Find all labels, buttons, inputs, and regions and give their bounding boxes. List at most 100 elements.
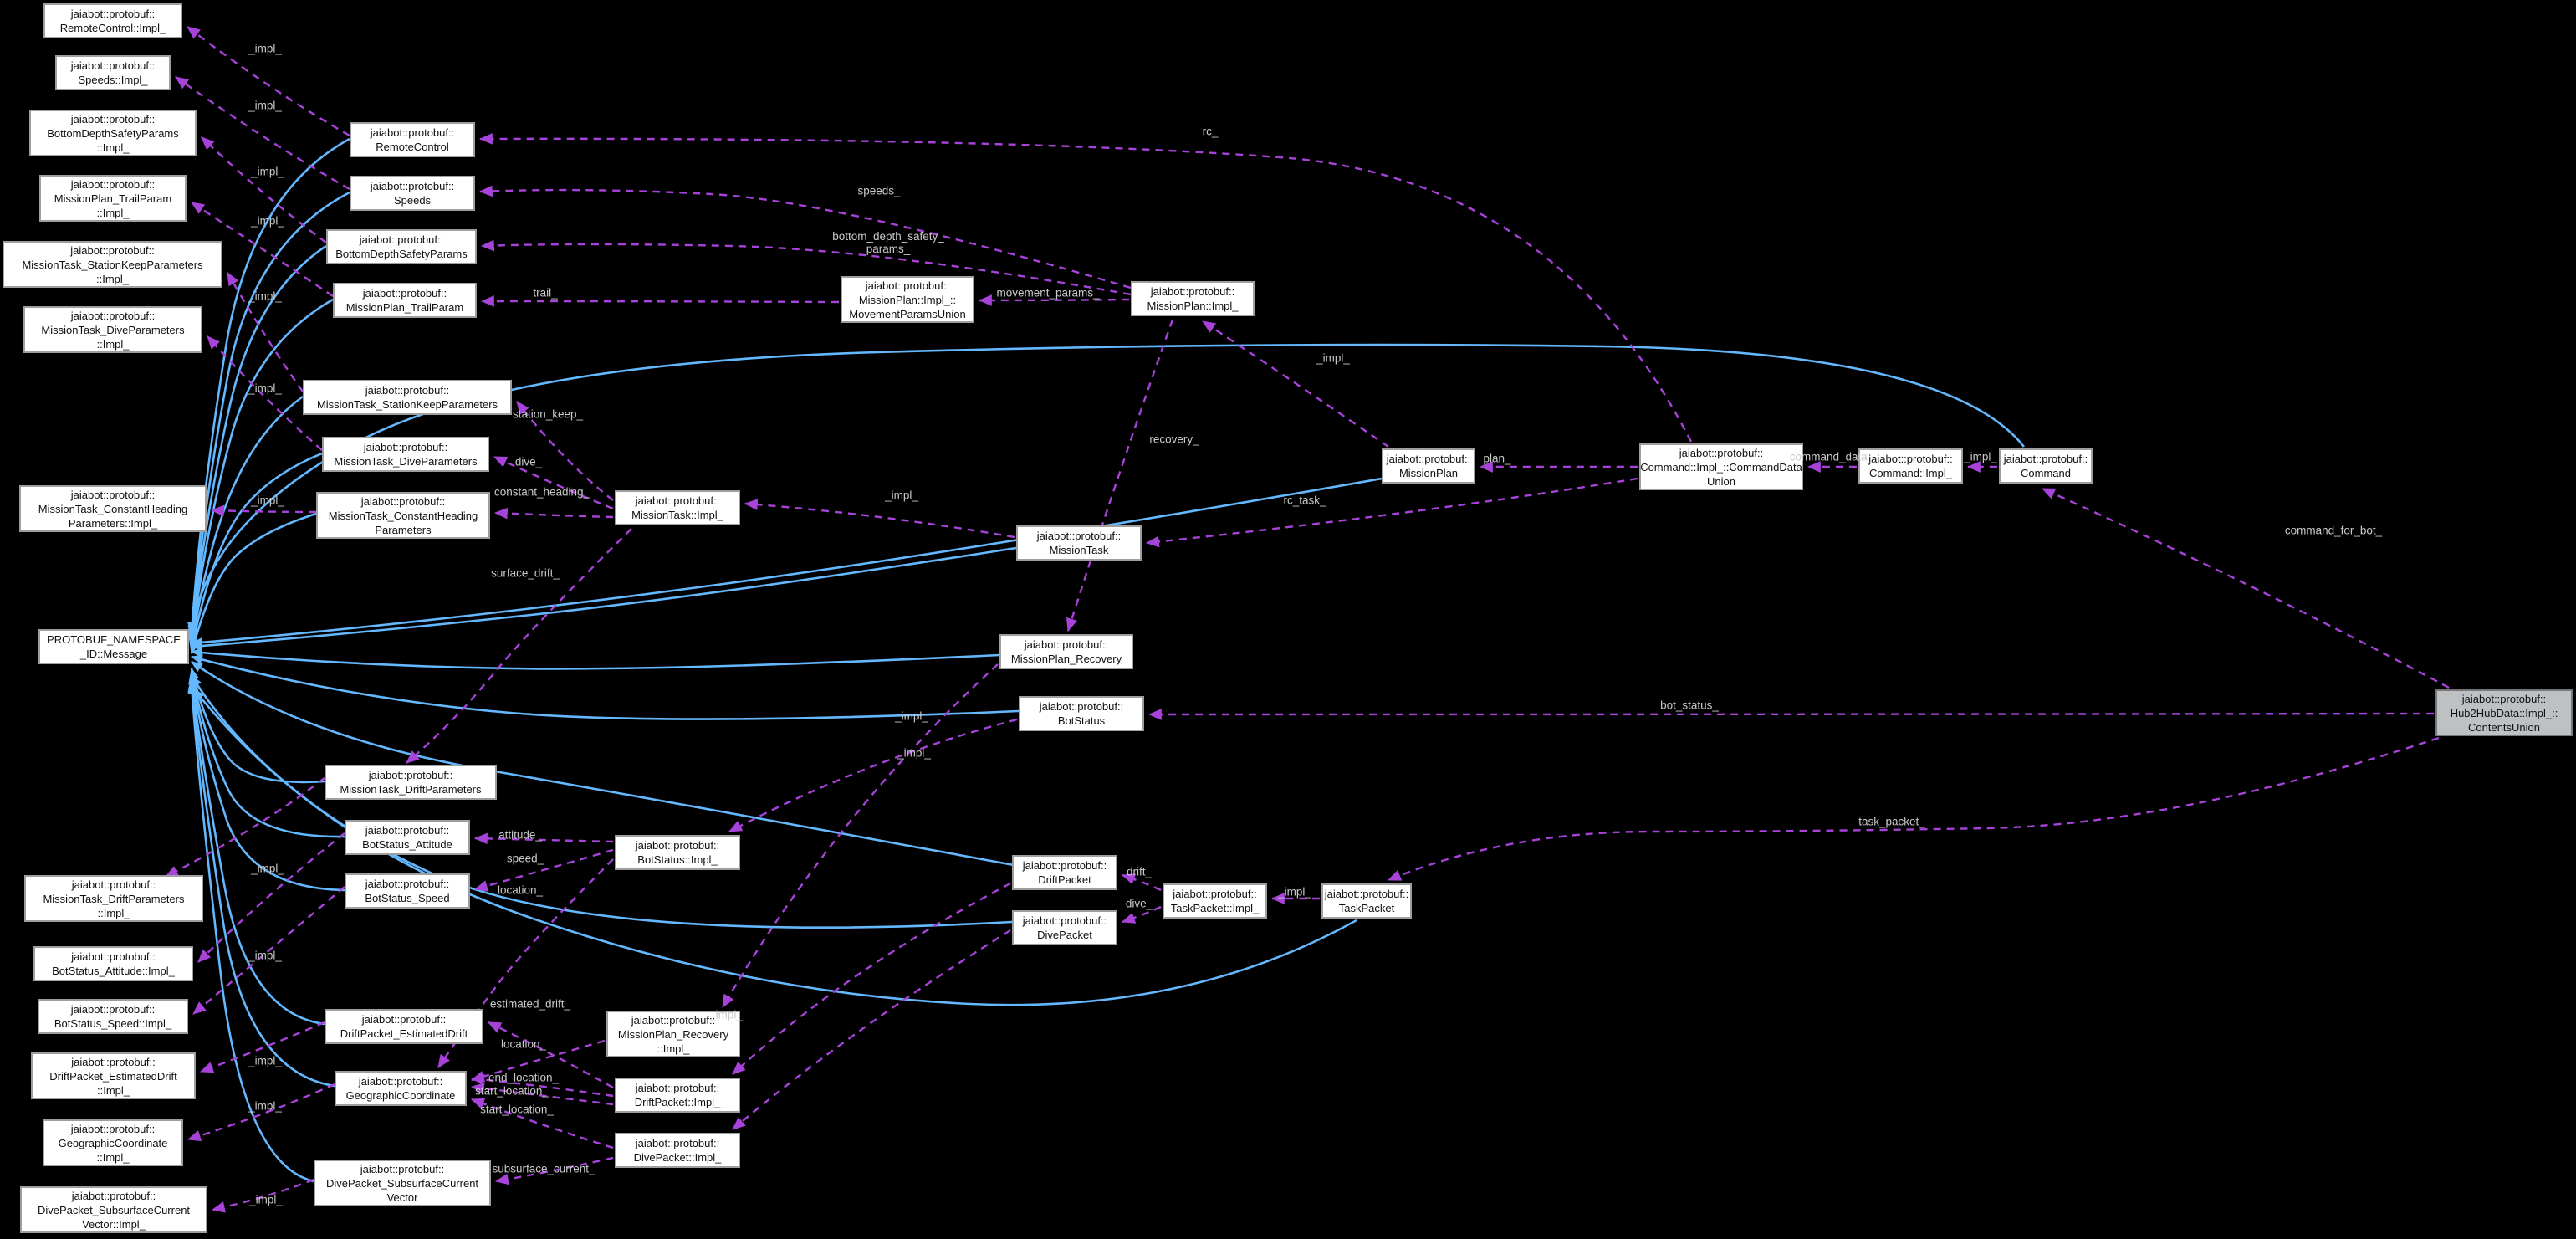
edge-mem-mpr-location: [470, 1039, 606, 1083]
class-node-contents-union: jaiabot::protobuf::Hub2HubData::Impl_::C…: [2435, 689, 2573, 736]
edge-inh-drift-packet-estimated-drift: [187, 677, 325, 1026]
class-node-label: MissionPlan: [1398, 467, 1459, 479]
class-node-label: MissionTask_DriftParameters: [340, 783, 482, 796]
class-node-label: MissionTask_StationKeepParameters: [22, 258, 203, 271]
class-node-label: jaiabot::protobuf::: [361, 1013, 447, 1026]
class-node-label: jaiabot::protobuf::: [70, 112, 156, 125]
class-node-remote-control-impl[interactable]: jaiabot::protobuf::RemoteControl::Impl_: [43, 3, 182, 38]
class-node-label: jaiabot::protobuf::: [635, 1137, 720, 1149]
class-node-label: BottomDepthSafetyParams: [335, 248, 468, 260]
class-node-mission-task-station-keep-parameters[interactable]: jaiabot::protobuf::MissionTask_StationKe…: [303, 380, 512, 415]
class-node-mission-task-impl[interactable]: jaiabot::protobuf::MissionTask::Impl_: [615, 490, 740, 525]
class-node-drift-packet[interactable]: jaiabot::protobuf::DriftPacket: [1012, 855, 1117, 890]
class-node-mission-plan[interactable]: jaiabot::protobuf::MissionPlan: [1382, 448, 1475, 484]
class-node-label: jaiabot::protobuf::: [1039, 700, 1124, 713]
class-node-label: ::Impl_: [96, 206, 130, 219]
class-node-speeds-impl[interactable]: jaiabot::protobuf::Speeds::Impl_: [55, 55, 171, 90]
edge-mem-estimated-drift: [487, 1021, 614, 1089]
class-node-label: MissionPlan_TrailParam: [54, 192, 172, 205]
edge-mem-bs-location: [437, 858, 614, 1068]
edge-mem-bottom-depth-safety: [480, 239, 1132, 296]
class-node-bottom-depth-safety-params[interactable]: jaiabot::protobuf::BottomDepthSafetyPara…: [326, 229, 477, 264]
class-node-mission-plan-recovery[interactable]: jaiabot::protobuf::MissionPlan_Recovery: [999, 634, 1133, 669]
class-node-label: BotStatus: [1057, 714, 1106, 727]
class-node-command-data-union[interactable]: jaiabot::protobuf::Command::Impl_::Comma…: [1639, 443, 1803, 490]
edge-mem-end-location: [470, 1073, 614, 1098]
class-node-bot-status[interactable]: jaiabot::protobuf::BotStatus: [1019, 696, 1144, 731]
class-node-remote-control[interactable]: jaiabot::protobuf::RemoteControl: [350, 122, 475, 157]
class-node-label: jaiabot::protobuf::: [70, 8, 156, 20]
class-node-drift-packet-impl[interactable]: jaiabot::protobuf::DriftPacket::Impl_: [615, 1078, 740, 1113]
class-node-mission-task-dive-parameters[interactable]: jaiabot::protobuf::MissionTask_DiveParam…: [322, 437, 489, 472]
class-node-label: BottomDepthSafetyParams: [47, 126, 179, 140]
class-node-task-packet-impl[interactable]: jaiabot::protobuf::TaskPacket::Impl_: [1163, 883, 1267, 919]
class-node-label: MissionTask_ConstantHeading: [328, 509, 478, 522]
class-node-mission-task-dive-parameters-impl[interactable]: jaiabot::protobuf::MissionTask_DiveParam…: [23, 306, 202, 353]
class-node-dive-packet-impl[interactable]: jaiabot::protobuf::DivePacket::Impl_: [615, 1133, 740, 1168]
class-node-label: jaiabot::protobuf::: [631, 1013, 716, 1027]
class-node-bot-status-speed-impl[interactable]: jaiabot::protobuf::BotStatus_Speed::Impl…: [38, 999, 188, 1034]
class-node-geographic-coordinate[interactable]: jaiabot::protobuf::GeographicCoordinate: [335, 1071, 467, 1106]
class-node-mission-plan-recovery-impl[interactable]: jaiabot::protobuf::MissionPlan_Recovery:…: [606, 1011, 740, 1057]
class-node-label: jaiabot::protobuf::: [360, 494, 446, 508]
class-node-bot-status-impl[interactable]: jaiabot::protobuf::BotStatus::Impl_: [615, 835, 740, 870]
class-node-geographic-coordinate-impl[interactable]: jaiabot::protobuf::GeographicCoordinate:…: [43, 1119, 183, 1166]
class-node-label: MissionPlan::Impl_::: [858, 293, 957, 306]
class-node-mission-task-constant-heading-parameters-impl[interactable]: jaiabot::protobuf::MissionTask_ConstantH…: [19, 485, 207, 532]
class-node-bottom-depth-safety-params-impl[interactable]: jaiabot::protobuf::BottomDepthSafetyPara…: [29, 110, 197, 156]
class-node-label: jaiabot::protobuf::: [360, 1162, 445, 1175]
class-node-label: MissionTask_StationKeepParameters: [316, 398, 498, 411]
class-node-drift-packet-estimated-drift[interactable]: jaiabot::protobuf::DriftPacket_Estimated…: [325, 1009, 483, 1044]
class-node-label: jaiabot::protobuf::: [1024, 638, 1109, 651]
class-node-label: DivePacket_SubsurfaceCurrent: [325, 1176, 479, 1190]
class-node-label: jaiabot::protobuf::: [1022, 859, 1107, 872]
class-node-mission-plan-trail-param[interactable]: jaiabot::protobuf::MissionPlan_TrailPara…: [333, 283, 477, 318]
class-node-label: MissionTask: [1049, 544, 1109, 556]
class-node-label: MissionTask_DiveParameters: [41, 323, 185, 336]
edge-mem-command-for-bot: [2041, 487, 2450, 689]
class-node-label: Union: [1707, 474, 1735, 488]
class-node-label: MissionTask::Impl_: [631, 509, 723, 521]
class-node-label: MovementParamsUnion: [849, 307, 966, 320]
edge-mem-constant-heading: [493, 507, 614, 520]
class-node-label: Speeds::Impl_: [78, 74, 148, 86]
class-node-dive-packet[interactable]: jaiabot::protobuf::DivePacket: [1012, 910, 1117, 945]
edge-mem-ssc-impl: [211, 1178, 314, 1213]
edge-mem-drift-params-impl: [164, 777, 325, 878]
class-node-bot-status-attitude[interactable]: jaiabot::protobuf::BotStatus_Attitude: [345, 820, 470, 855]
edge-mem-mission-plan-impl: [1202, 320, 1389, 448]
class-node-protobuf-message[interactable]: PROTOBUF_NAMESPACE_ID::Message: [38, 629, 189, 664]
class-node-drift-packet-estimated-drift-impl[interactable]: jaiabot::protobuf::DriftPacket_Estimated…: [31, 1052, 196, 1099]
class-node-bot-status-attitude-impl[interactable]: jaiabot::protobuf::BotStatus_Attitude::I…: [33, 946, 193, 981]
class-node-mission-plan-impl[interactable]: jaiabot::protobuf::MissionPlan::Impl_: [1131, 281, 1255, 316]
class-node-mission-task-constant-heading-parameters[interactable]: jaiabot::protobuf::MissionTask_ConstantH…: [316, 492, 490, 539]
class-node-dive-packet-subsurface-current-vector-impl[interactable]: jaiabot::protobuf::DivePacket_Subsurface…: [20, 1186, 207, 1233]
class-node-movement-params-union[interactable]: jaiabot::protobuf::MissionPlan::Impl_::M…: [841, 276, 974, 323]
class-node-label: ::Impl_: [96, 1083, 130, 1097]
class-node-bot-status-speed[interactable]: jaiabot::protobuf::BotStatus_Speed: [345, 873, 470, 909]
class-node-speeds[interactable]: jaiabot::protobuf::Speeds: [350, 176, 475, 211]
edge-mem-bs-att-impl: [197, 832, 345, 963]
edge-mem-trail: [480, 295, 840, 307]
class-node-label: jaiabot::protobuf::: [70, 309, 156, 322]
class-node-mission-task-station-keep-parameters-impl[interactable]: jaiabot::protobuf::MissionTask_StationKe…: [3, 241, 222, 288]
class-node-mission-task-drift-parameters-impl[interactable]: jaiabot::protobuf::MissionTask_DriftPara…: [24, 875, 203, 922]
edge-mem-trail-param-impl: [191, 201, 334, 297]
class-node-label: jaiabot::protobuf::: [71, 950, 156, 963]
class-node-mission-task[interactable]: jaiabot::protobuf::MissionTask: [1016, 525, 1142, 561]
class-node-label: RemoteControl: [376, 141, 449, 153]
edge-mem-start-location1: [470, 1083, 614, 1106]
class-node-task-packet[interactable]: jaiabot::protobuf::TaskPacket: [1321, 883, 1412, 919]
class-node-label: ::Impl_: [96, 1150, 130, 1164]
class-node-dive-packet-subsurface-current-vector[interactable]: jaiabot::protobuf::DivePacket_Subsurface…: [314, 1160, 491, 1206]
class-node-command-impl[interactable]: jaiabot::protobuf::Command::Impl_: [1858, 448, 1963, 484]
edge-inh-mission-task: [190, 546, 1017, 651]
class-node-label: MissionPlan_Recovery: [1010, 653, 1122, 665]
class-node-label: DriftPacket_EstimatedDrift: [49, 1069, 177, 1083]
edge-inh-drift-packet: [191, 660, 1015, 867]
class-node-command[interactable]: jaiabot::protobuf::Command: [1999, 448, 2093, 484]
class-node-mission-plan-trail-param-impl[interactable]: jaiabot::protobuf::MissionPlan_TrailPara…: [39, 175, 187, 222]
class-node-mission-task-drift-parameters[interactable]: jaiabot::protobuf::MissionTask_DriftPara…: [325, 765, 497, 800]
class-node-label: Vector: [386, 1190, 418, 1204]
